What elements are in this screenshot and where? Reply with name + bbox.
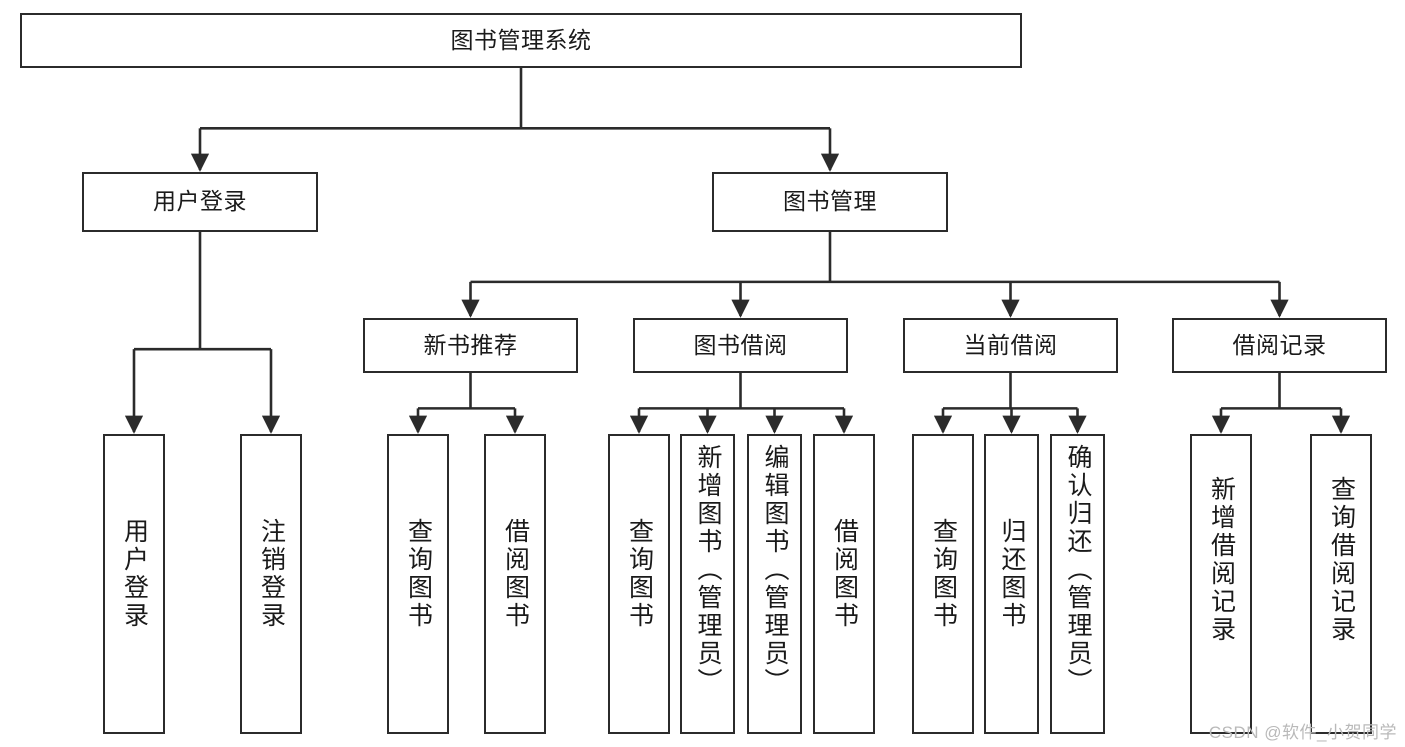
node-nb-borrow[interactable]: 借阅图书 (484, 434, 546, 734)
node-bb-borrow[interactable]: 借阅图书 (813, 434, 875, 734)
node-label-bb-add: 新增图书（管理员） (694, 444, 722, 696)
node-bb-add[interactable]: 新增图书（管理员） (680, 434, 735, 734)
node-current[interactable]: 当前借阅 (903, 318, 1118, 373)
watermark-text: CSDN @软件_小贺同学 (1208, 723, 1397, 742)
node-label-bb-query: 查询图书 (625, 518, 654, 630)
node-login-in[interactable]: 用户登录 (103, 434, 165, 734)
node-bb-edit[interactable]: 编辑图书（管理员） (747, 434, 802, 734)
node-label-rec-add: 新增借阅记录 (1207, 476, 1236, 644)
node-login[interactable]: 用户登录 (82, 172, 318, 232)
node-label-root: 图书管理系统 (450, 26, 592, 53)
node-label-login-in: 用户登录 (120, 518, 149, 630)
node-borrow[interactable]: 图书借阅 (633, 318, 848, 373)
node-bookmgmt[interactable]: 图书管理 (712, 172, 948, 232)
node-login-out[interactable]: 注销登录 (240, 434, 302, 734)
node-label-newbook: 新书推荐 (423, 331, 518, 358)
node-label-records: 借阅记录 (1232, 331, 1327, 358)
node-root[interactable]: 图书管理系统 (20, 13, 1022, 68)
node-label-borrow: 图书借阅 (693, 331, 788, 358)
node-label-bb-borrow: 借阅图书 (830, 518, 859, 630)
node-label-cb-return: 归还图书 (998, 518, 1026, 630)
node-cb-return[interactable]: 归还图书 (984, 434, 1039, 734)
node-label-bb-edit: 编辑图书（管理员） (761, 444, 789, 696)
node-cb-confirm[interactable]: 确认归还（管理员） (1050, 434, 1105, 734)
node-rec-query[interactable]: 查询借阅记录 (1310, 434, 1372, 734)
node-cb-query[interactable]: 查询图书 (912, 434, 974, 734)
node-label-cb-confirm: 确认归还（管理员） (1064, 444, 1092, 696)
node-label-login: 用户登录 (153, 188, 247, 215)
node-label-cb-query: 查询图书 (929, 518, 958, 630)
node-nb-query[interactable]: 查询图书 (387, 434, 449, 734)
node-label-login-out: 注销登录 (257, 518, 286, 630)
node-label-nb-query: 查询图书 (404, 518, 433, 630)
node-newbook[interactable]: 新书推荐 (363, 318, 578, 373)
node-label-rec-query: 查询借阅记录 (1327, 476, 1356, 644)
node-bb-query[interactable]: 查询图书 (608, 434, 670, 734)
node-label-nb-borrow: 借阅图书 (501, 518, 530, 630)
node-rec-add[interactable]: 新增借阅记录 (1190, 434, 1252, 734)
node-label-current: 当前借阅 (963, 331, 1058, 358)
node-label-bookmgmt: 图书管理 (783, 188, 877, 215)
node-records[interactable]: 借阅记录 (1172, 318, 1387, 373)
